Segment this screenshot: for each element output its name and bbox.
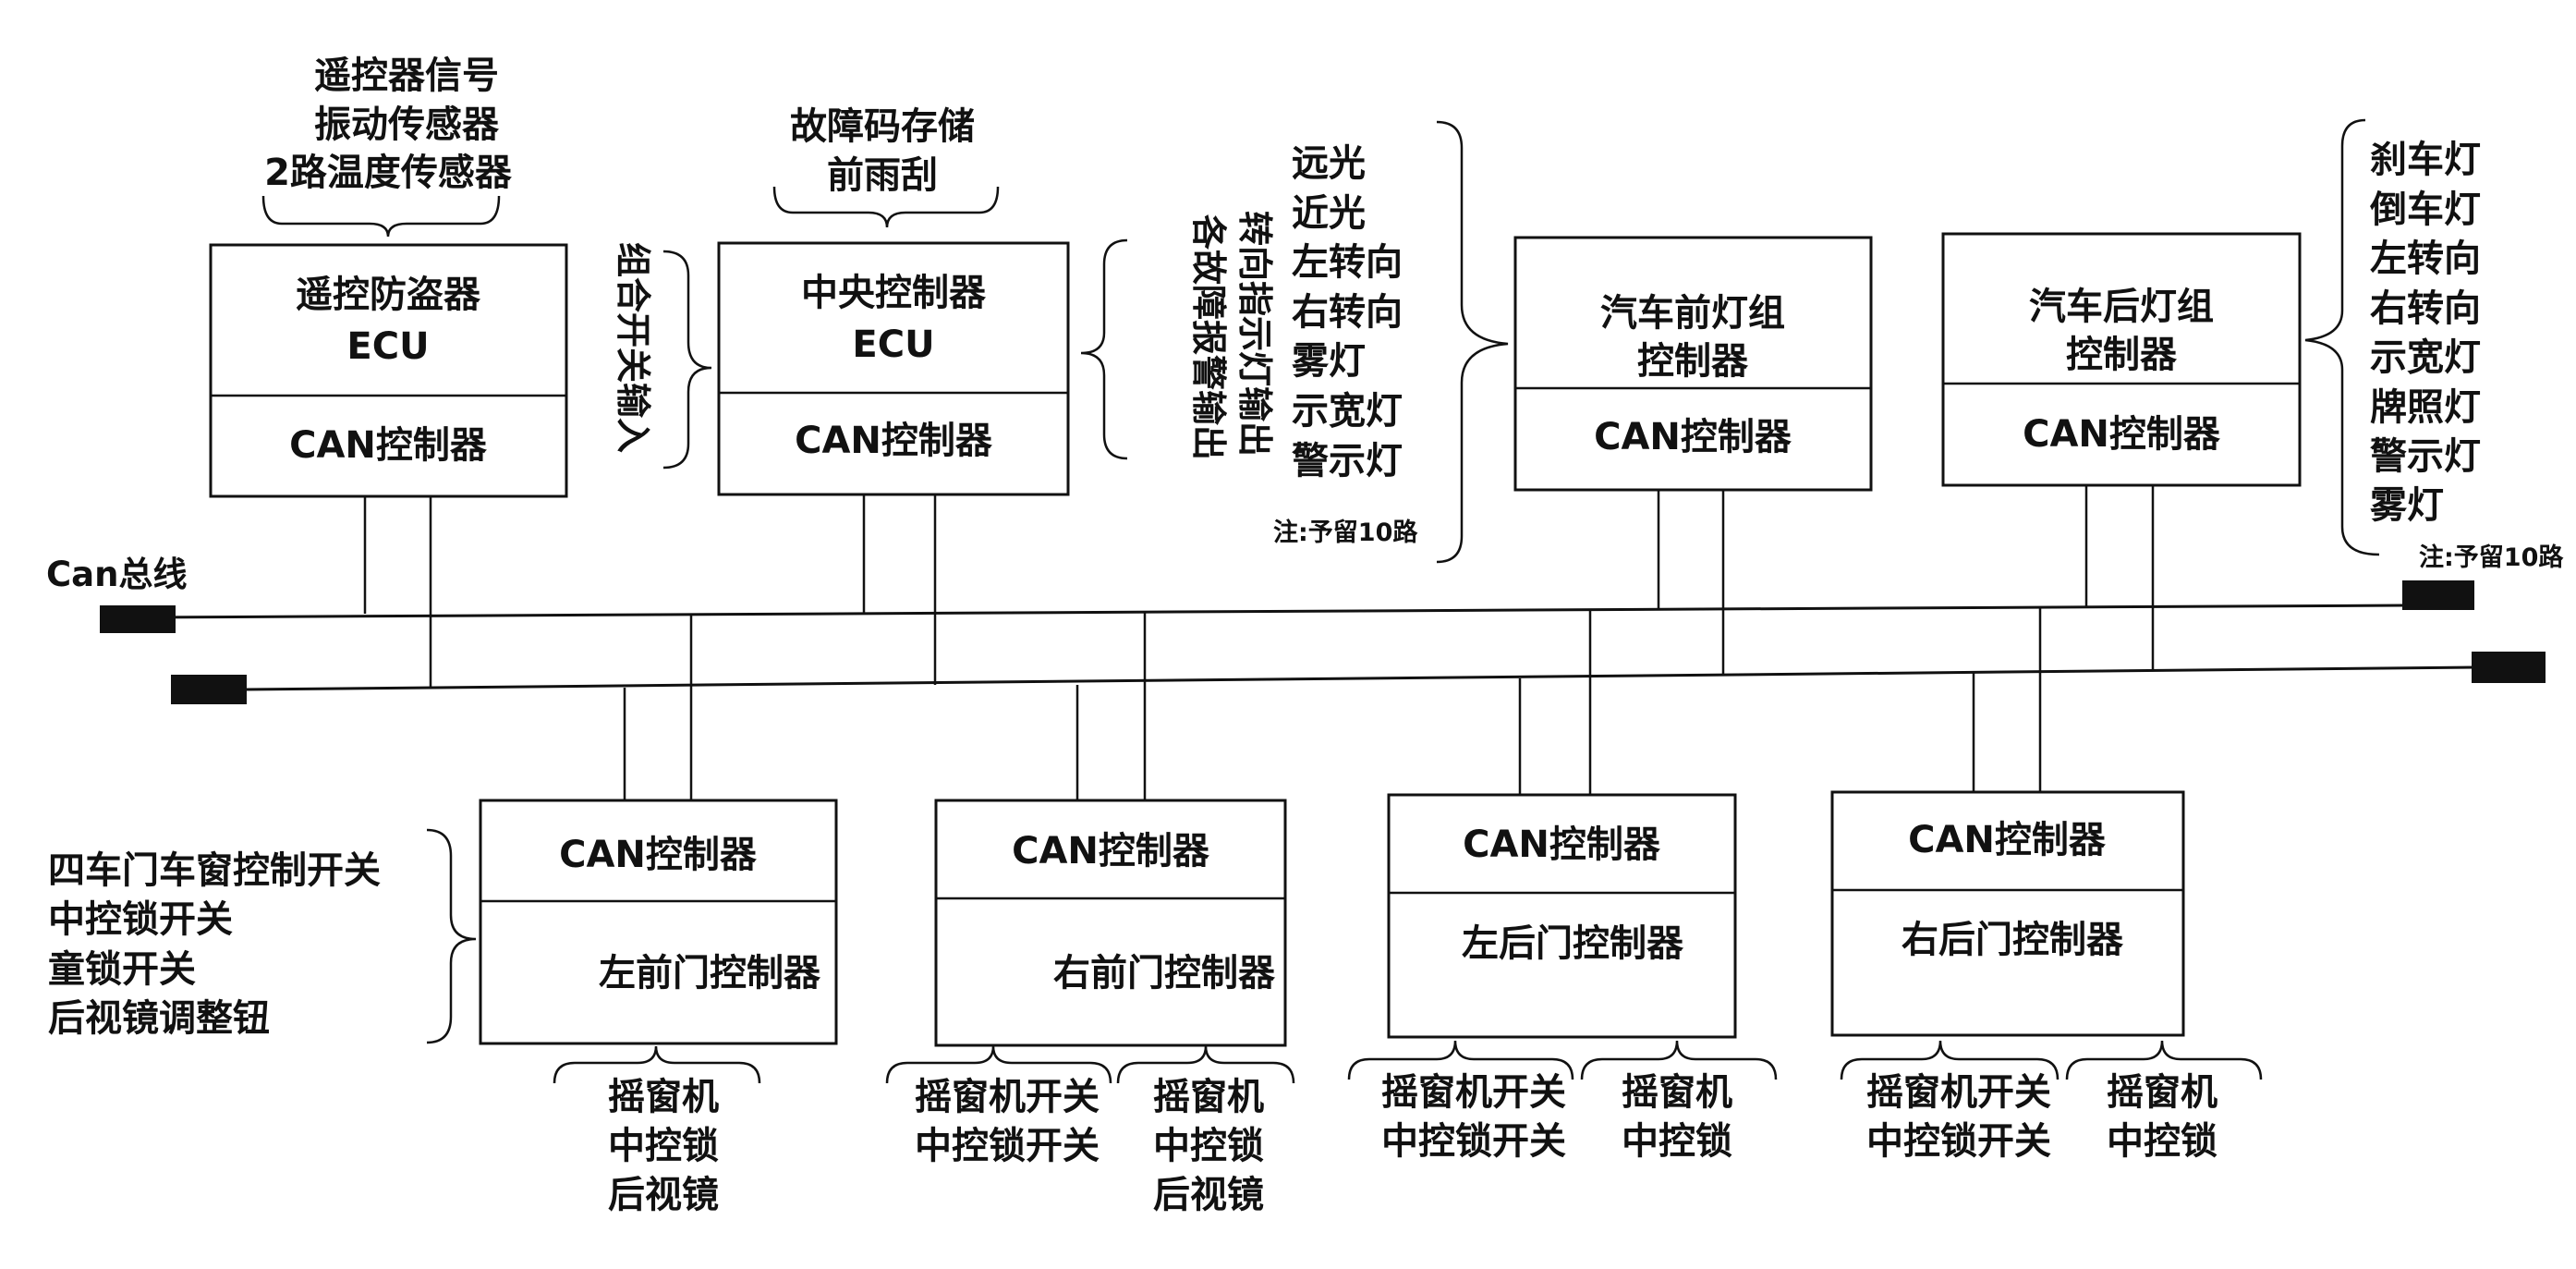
bus-line-lower	[244, 665, 2477, 691]
bus-terminator-upper-right	[2402, 580, 2474, 610]
door-input-2: 中控锁开关	[48, 898, 233, 941]
module-front-right-door: CAN控制器 右前门控制器	[934, 612, 1287, 1047]
front-light-title: 汽车前灯组	[1600, 292, 1785, 335]
front-left-outputs: 摇窗机 中控锁 后视镜	[553, 1045, 761, 1216]
bus-label: Can总线	[46, 555, 187, 594]
central-ecu-label: ECU	[852, 323, 934, 366]
module-front-left-door: CAN控制器 左前门控制器	[479, 614, 838, 1045]
front-right-outputs: 摇窗机开关 中控锁开关 摇窗机 中控锁 后视镜	[885, 1045, 1295, 1216]
rear-light-subtitle: 控制器	[2066, 334, 2178, 376]
front-out-7: 警示灯	[1292, 440, 1403, 482]
rr-a-1: 摇窗机开关	[1866, 1071, 2051, 1114]
bus-terminator-lower-right	[2472, 652, 2546, 683]
central-left-input: 组合开关输入	[613, 242, 712, 470]
door-input-1: 四车门车窗控制开关	[48, 849, 381, 892]
rear-left-outputs: 摇窗机开关 中控锁开关 摇窗机 中控锁	[1347, 1040, 1778, 1163]
front-light-can-label: CAN控制器	[1594, 416, 1792, 458]
front-right-can-label: CAN控制器	[1012, 830, 1210, 872]
fr-b-3: 后视镜	[1153, 1174, 1264, 1216]
fl-out-2: 中控锁	[608, 1125, 719, 1167]
rear-out-8: 雾灯	[2370, 484, 2444, 527]
front-out-6: 示宽灯	[1292, 390, 1403, 433]
rear-light-outputs: 刹车灯 倒车灯 左转向 右转向 示宽灯 牌照灯 警示灯 雾灯 注:予留10路	[2304, 118, 2564, 572]
rl-b-2: 中控锁	[1622, 1120, 1732, 1163]
rear-left-name: 左后门控制器	[1462, 922, 1684, 965]
central-title: 中央控制器	[801, 272, 987, 314]
fl-out-1: 摇窗机	[608, 1076, 719, 1118]
front-light-subtitle: 控制器	[1637, 340, 1749, 383]
rr-b-2: 中控锁	[2107, 1120, 2218, 1163]
fr-b-1: 摇窗机	[1153, 1076, 1264, 1118]
rear-out-1: 刹车灯	[2370, 139, 2481, 181]
alarm-can-label: CAN控制器	[289, 424, 488, 467]
central-top-1: 故障码存储	[790, 105, 975, 148]
rear-out-5: 示宽灯	[2370, 336, 2481, 379]
fl-out-3: 后视镜	[608, 1174, 719, 1216]
bus-terminator-upper-left	[100, 605, 176, 633]
module-rear-right-door: CAN控制器 右后门控制器	[1830, 606, 2185, 1037]
module-front-light: 汽车前灯组 控制器 CAN控制器	[1513, 236, 1873, 676]
fr-a-2: 中控锁开关	[915, 1125, 1100, 1167]
bus-line-upper	[138, 604, 2403, 619]
front-out-3: 左转向	[1292, 241, 1403, 284]
fault-alarm-output: 各故障报警输出	[1188, 214, 1229, 460]
front-light-outputs: 远光 近光 左转向 右转向 雾灯 示宽灯 警示灯 注:予留10路	[1273, 120, 1509, 564]
rear-out-4: 右转向	[2370, 287, 2481, 330]
rear-right-can-label: CAN控制器	[1908, 819, 2107, 861]
front-out-2: 近光	[1292, 192, 1366, 235]
module-alarm-ecu: 遥控防盗器 ECU CAN控制器	[209, 243, 568, 688]
front-light-note: 注:予留10路	[1273, 518, 1418, 547]
alarm-inputs: 遥控器信号 振动传感器 2路温度传感器	[261, 55, 513, 238]
rear-right-outputs: 摇窗机开关 中控锁开关 摇窗机 中控锁	[1840, 1040, 2263, 1163]
front-right-name: 右前门控制器	[1053, 952, 1276, 994]
rear-out-6: 牌照灯	[2370, 386, 2481, 429]
front-left-name: 左前门控制器	[599, 952, 821, 994]
rl-a-2: 中控锁开关	[1381, 1120, 1566, 1163]
alarm-input-3: 2路温度传感器	[264, 152, 513, 194]
bus-terminator-lower-left	[171, 675, 247, 704]
fr-b-2: 中控锁	[1153, 1125, 1264, 1167]
module-rear-light: 汽车后灯组 控制器 CAN控制器	[1941, 232, 2302, 671]
rear-light-title: 汽车后灯组	[2029, 286, 2214, 328]
central-top-functions: 故障码存储 前雨刮	[772, 105, 1000, 228]
door-inputs: 四车门车窗控制开关 中控锁开关 童锁开关 后视镜调整钮	[48, 828, 477, 1044]
fr-a-1: 摇窗机开关	[915, 1076, 1100, 1118]
front-out-1: 远光	[1292, 142, 1366, 185]
front-left-can-label: CAN控制器	[559, 834, 758, 876]
central-can-label: CAN控制器	[795, 420, 993, 462]
rr-a-2: 中控锁开关	[1866, 1120, 2051, 1163]
front-out-4: 右转向	[1292, 291, 1403, 334]
rr-b-1: 摇窗机	[2107, 1071, 2218, 1114]
alarm-ecu-label: ECU	[346, 325, 429, 368]
rl-a-1: 摇窗机开关	[1381, 1071, 1566, 1114]
rear-left-can-label: CAN控制器	[1463, 824, 1661, 866]
rear-light-can-label: CAN控制器	[2023, 413, 2221, 456]
rear-out-7: 警示灯	[2370, 435, 2481, 478]
alarm-input-1: 遥控器信号	[314, 55, 499, 97]
rear-light-note: 注:予留10路	[2419, 543, 2564, 572]
rl-b-1: 摇窗机	[1622, 1071, 1732, 1114]
combo-switch-input: 组合开关输入	[613, 242, 653, 453]
front-out-5: 雾灯	[1292, 340, 1366, 383]
rear-out-3: 左转向	[2370, 238, 2481, 280]
alarm-title: 遥控防盗器	[296, 274, 481, 316]
central-right-outputs: 转向指示灯输出 各故障报警输出	[1080, 211, 1275, 460]
rear-right-name: 右后门控制器	[1902, 919, 2124, 961]
central-top-2: 前雨刮	[827, 154, 938, 197]
rear-out-2: 倒车灯	[2369, 189, 2481, 231]
turn-signal-output: 转向指示灯输出	[1234, 211, 1275, 457]
alarm-input-2: 振动传感器	[314, 104, 500, 146]
module-central-ecu: 中央控制器 ECU CAN控制器	[717, 241, 1070, 685]
module-rear-left-door: CAN控制器 左后门控制器	[1387, 610, 1737, 1039]
door-input-4: 后视镜调整钮	[48, 997, 270, 1040]
door-input-3: 童锁开关	[48, 948, 196, 991]
can-bus: Can总线	[46, 555, 2546, 704]
